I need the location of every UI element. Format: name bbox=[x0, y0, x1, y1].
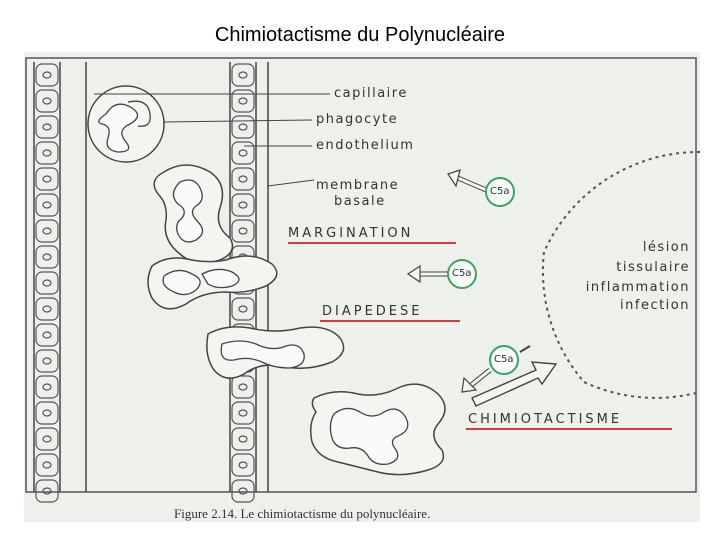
neutrophil-crossing bbox=[206, 326, 345, 379]
endothelial-cell bbox=[35, 453, 59, 477]
stage-chimiotactisme: CHIMIOTACTISME bbox=[468, 412, 623, 427]
cell-nucleus bbox=[238, 71, 248, 79]
cell-nucleus bbox=[42, 487, 52, 495]
endothelial-cell bbox=[35, 141, 59, 165]
endothelial-cell bbox=[231, 193, 255, 217]
neutrophil-diapedesis bbox=[147, 255, 278, 310]
stage-diapedese: DIAPEDESE bbox=[322, 304, 423, 319]
cell-nucleus bbox=[238, 149, 248, 157]
endothelial-cell bbox=[35, 427, 59, 451]
cell-nucleus bbox=[42, 331, 52, 339]
endothelial-cell bbox=[231, 297, 255, 321]
cell-nucleus bbox=[42, 409, 52, 417]
figure: capillaire phagocyte endothelium membran… bbox=[24, 52, 700, 522]
c5a-label-3: C5a bbox=[494, 354, 514, 365]
cell-nucleus bbox=[238, 201, 248, 209]
endothelial-cell bbox=[35, 193, 59, 217]
endothelial-cell bbox=[231, 89, 255, 113]
cell-nucleus bbox=[42, 227, 52, 235]
endothelial-cells-left bbox=[35, 63, 59, 503]
endothelial-cell bbox=[35, 271, 59, 295]
phagocyte-circulating bbox=[87, 85, 165, 163]
cell-nucleus bbox=[42, 279, 52, 287]
neutrophil-chemotaxis bbox=[309, 383, 446, 476]
endothelial-cell bbox=[35, 167, 59, 191]
stage-margination: MARGINATION bbox=[288, 226, 414, 241]
membrane-leader bbox=[267, 179, 315, 187]
cell-nucleus bbox=[42, 175, 52, 183]
endothelial-cell bbox=[231, 63, 255, 87]
endothelial-cell bbox=[35, 479, 59, 503]
endothelial-cell bbox=[35, 63, 59, 87]
endothelial-cell bbox=[35, 89, 59, 113]
cell-nucleus bbox=[238, 487, 248, 495]
cell-nucleus bbox=[238, 175, 248, 183]
cell-nucleus bbox=[42, 149, 52, 157]
cell-nucleus bbox=[42, 305, 52, 313]
lesion-line4: infection bbox=[620, 298, 690, 313]
lesion-line1: lésion bbox=[642, 240, 690, 255]
endothelial-cell bbox=[231, 115, 255, 139]
cell-nucleus bbox=[238, 305, 248, 313]
phagocyte-leader bbox=[163, 119, 313, 123]
diapedese-underline bbox=[320, 320, 460, 322]
label-basale: basale bbox=[334, 194, 386, 209]
migration-arrow bbox=[471, 361, 558, 407]
endothelial-cell bbox=[35, 115, 59, 139]
chemotaxis-diagram bbox=[25, 57, 700, 503]
slide-title: Chimiotactisme du Polynucléaire bbox=[214, 24, 506, 46]
endothelial-cell bbox=[35, 349, 59, 373]
endothelial-cell bbox=[231, 219, 255, 243]
c5a-label-1: C5a bbox=[490, 186, 510, 197]
endothelial-cell bbox=[231, 479, 255, 503]
endothelial-cell bbox=[231, 427, 255, 451]
neutrophil-margination bbox=[153, 164, 234, 264]
endothelial-cell bbox=[231, 375, 255, 399]
chimiotactisme-underline bbox=[466, 428, 672, 430]
cell-nucleus bbox=[42, 253, 52, 261]
label-endothelium: endothelium bbox=[316, 138, 415, 153]
endothelial-cell bbox=[231, 401, 255, 425]
endothelial-cell bbox=[231, 453, 255, 477]
cell-nucleus bbox=[238, 227, 248, 235]
c5a-arrow-2 bbox=[406, 259, 477, 289]
margination-underline bbox=[288, 242, 456, 244]
label-phagocyte: phagocyte bbox=[316, 112, 399, 127]
endothelial-cell bbox=[35, 245, 59, 269]
figure-frame bbox=[25, 57, 697, 493]
endothelial-cell bbox=[231, 141, 255, 165]
endothelial-cell bbox=[35, 219, 59, 243]
label-capillaire: capillaire bbox=[334, 86, 408, 101]
endothelial-cell bbox=[35, 375, 59, 399]
endothelial-cell bbox=[35, 297, 59, 321]
cell-nucleus bbox=[238, 97, 248, 105]
cell-nucleus bbox=[42, 201, 52, 209]
c5a-arrow-1 bbox=[447, 169, 515, 207]
cell-nucleus bbox=[42, 97, 52, 105]
figure-caption: Figure 2.14. Le chimiotactisme du polynu… bbox=[174, 506, 431, 521]
c5a-label-2: C5a bbox=[452, 268, 472, 279]
cell-nucleus bbox=[42, 461, 52, 469]
cell-nucleus bbox=[238, 435, 248, 443]
cell-nucleus bbox=[42, 435, 52, 443]
cell-nucleus bbox=[238, 383, 248, 391]
endothelial-cell bbox=[231, 167, 255, 191]
lesion-line3: inflammation bbox=[585, 280, 690, 295]
cell-nucleus bbox=[42, 383, 52, 391]
cell-nucleus bbox=[42, 71, 52, 79]
cell-nucleus bbox=[238, 461, 248, 469]
label-membrane: membrane bbox=[316, 178, 400, 193]
lesion-line2: tissulaire bbox=[616, 260, 690, 275]
cell-nucleus bbox=[238, 123, 248, 131]
cell-nucleus bbox=[42, 123, 52, 131]
endothelial-cell bbox=[35, 323, 59, 347]
cell-nucleus bbox=[238, 409, 248, 417]
endothelial-cell bbox=[35, 401, 59, 425]
cell-nucleus bbox=[42, 357, 52, 365]
c5a-arrow-3 bbox=[461, 345, 531, 393]
